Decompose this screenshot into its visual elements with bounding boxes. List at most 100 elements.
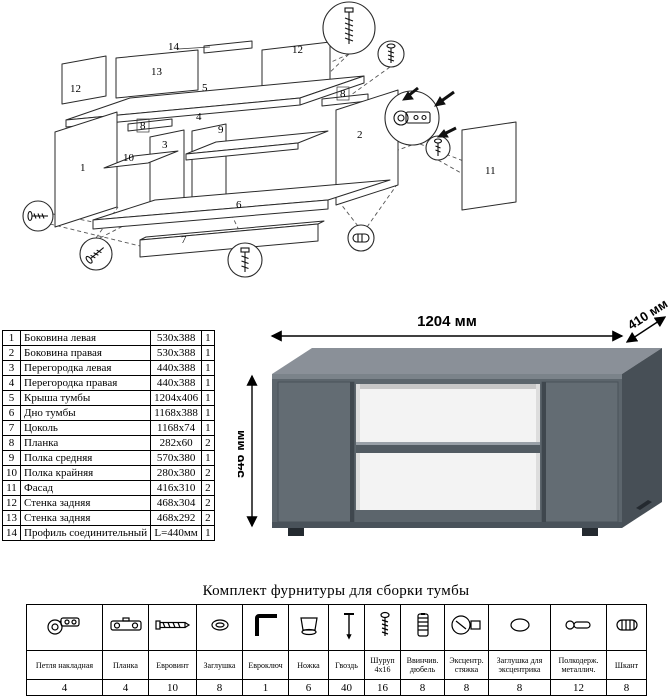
hardware-name: Шкант xyxy=(606,650,647,680)
bottom-confirmat-icon xyxy=(240,247,250,272)
furniture-panels xyxy=(54,40,517,258)
part-label: 3 xyxy=(162,139,168,151)
part-name-cell: Боковина правая xyxy=(19,345,152,361)
part-qty-cell: 1 xyxy=(201,390,215,406)
part-label: 11 xyxy=(485,165,496,177)
hardware-name: Петля накладная xyxy=(26,650,103,680)
hardware-name: Евроключ xyxy=(242,650,289,680)
part-label: 14 xyxy=(168,41,180,53)
part-qty-cell: 1 xyxy=(201,420,215,436)
hardware-qty: 10 xyxy=(148,679,197,696)
part-label: 8 xyxy=(140,120,146,132)
depth-dimension-line xyxy=(625,316,667,343)
hardware-qty: 16 xyxy=(364,679,401,696)
part-qty-cell: 1 xyxy=(201,405,215,421)
part-number-labels: 14 13 12 5 12 8 2 8 3 9 10 1 4 6 7 11 xyxy=(70,41,496,246)
cabinet-right-side xyxy=(622,348,662,528)
hardware-qty: 8 xyxy=(444,679,489,696)
part-name-cell: Перегородка левая xyxy=(19,360,152,376)
part-size-cell: 468x304 xyxy=(150,495,203,511)
part-qty-cell: 2 xyxy=(201,465,215,481)
dowel-icon xyxy=(616,619,638,631)
part-name-cell: Дно тумбы xyxy=(19,405,152,421)
hardware-kit-title: Комплект фурнитуры для сборки тумбы xyxy=(202,583,470,599)
hinge-icon xyxy=(46,617,80,635)
mounting-plate-icon xyxy=(109,617,142,631)
hardware-icon-row xyxy=(26,604,647,651)
part-size-cell: 530x388 xyxy=(150,345,203,361)
hinge-screw-icon xyxy=(433,138,443,156)
part-label: 1 xyxy=(80,162,86,174)
part-size-cell: 1204x406 xyxy=(150,390,203,406)
part-name-cell: Перегородка правая xyxy=(19,375,152,391)
hardware-name: Эксцентр. стяжка xyxy=(444,650,489,680)
part-name-cell: Стенка задняя xyxy=(19,495,152,511)
part-number-cell: 14 xyxy=(2,525,21,541)
hardware-name: Ввинчив. дюбель xyxy=(400,650,445,680)
hardware-name: Заглушка xyxy=(196,650,243,680)
part-name-cell: Боковина левая xyxy=(19,330,152,346)
part-size-cell: 282x60 xyxy=(150,435,203,451)
hardware-name: Ножка xyxy=(288,650,329,680)
part-size-cell: 416x310 xyxy=(150,480,203,496)
part-label: 6 xyxy=(236,199,242,211)
hardware-name-row: Петля накладная Планка Евровинт Заглушка… xyxy=(26,650,647,680)
dowel-detail-icon xyxy=(352,233,370,243)
cam-cap-icon xyxy=(509,618,530,632)
part-number-cell: 13 xyxy=(2,510,21,526)
part-size-cell: 1168x74 xyxy=(150,420,203,436)
part-name-cell: Профиль соединительный xyxy=(19,525,152,541)
cabinet-top-face xyxy=(272,348,662,374)
part-label: 10 xyxy=(123,152,135,164)
shelf-support-icon xyxy=(564,620,591,630)
part-qty-cell: 1 xyxy=(201,360,215,376)
label-boxes xyxy=(136,46,350,133)
leg-icon xyxy=(300,617,318,636)
part-number-cell: 7 xyxy=(2,420,21,436)
hardware-qty: 8 xyxy=(196,679,243,696)
part-number-cell: 8 xyxy=(2,435,21,451)
part-size-cell: 280x380 xyxy=(150,465,203,481)
nail-icon xyxy=(344,613,354,640)
part-size-cell: 440x388 xyxy=(150,360,203,376)
screw-icon xyxy=(380,611,390,636)
right-door xyxy=(541,381,619,523)
hardware-callout-circles xyxy=(22,1,451,278)
cam-lock-icon xyxy=(450,615,481,635)
hardware-name: Гвоздь xyxy=(328,650,365,680)
hardware-qty: 40 xyxy=(328,679,365,696)
part-qty-cell: 1 xyxy=(201,330,215,346)
part-size-cell: 570x380 xyxy=(150,450,203,466)
part-qty-cell: 1 xyxy=(201,450,215,466)
middle-shelf xyxy=(356,445,540,453)
part-label: 8 xyxy=(340,88,346,100)
part-name-cell: Планка xyxy=(19,435,152,451)
side-screw-icon xyxy=(27,210,48,222)
hardware-qty-row: 4 4 10 8 1 6 40 16 8 8 8 12 8 xyxy=(26,679,647,696)
part-qty-cell: 1 xyxy=(201,525,215,541)
part-name-cell: Полка средняя xyxy=(19,450,152,466)
hardware-name: Полкодерж. металлич. xyxy=(550,650,607,680)
part-number-cell: 6 xyxy=(2,405,21,421)
part-label: 4 xyxy=(196,111,202,123)
part-qty-cell: 1 xyxy=(201,375,215,391)
hardware-qty: 4 xyxy=(26,679,103,696)
width-dimension-label: 1204 мм xyxy=(417,313,477,330)
part-label: 9 xyxy=(218,124,224,136)
part-label: 12 xyxy=(292,44,303,56)
part-size-cell: 440x388 xyxy=(150,375,203,391)
part-qty-cell: 2 xyxy=(201,495,215,511)
hardware-name: Евровинт xyxy=(148,650,197,680)
part-number-cell: 10 xyxy=(2,465,21,481)
hardware-qty: 8 xyxy=(400,679,445,696)
cap-icon xyxy=(210,619,229,631)
part-number-cell: 1 xyxy=(2,330,21,346)
cabinet-leg xyxy=(636,500,652,510)
